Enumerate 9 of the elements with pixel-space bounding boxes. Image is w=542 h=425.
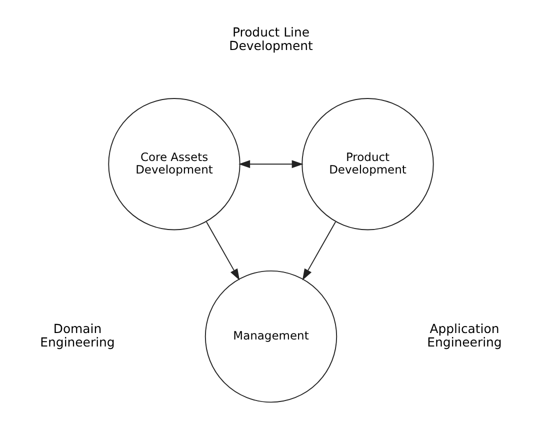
label: Domain Engineering (40, 321, 115, 350)
node-circle: Product Development (302, 98, 434, 230)
arrow (302, 221, 336, 280)
node-circle: Core Assets Development (108, 98, 240, 230)
node-circle: Management (204, 270, 338, 403)
arrow (238, 160, 304, 168)
label: Application Engineering (427, 321, 502, 350)
label: Product Line Development (229, 24, 313, 54)
arrow (206, 221, 240, 280)
